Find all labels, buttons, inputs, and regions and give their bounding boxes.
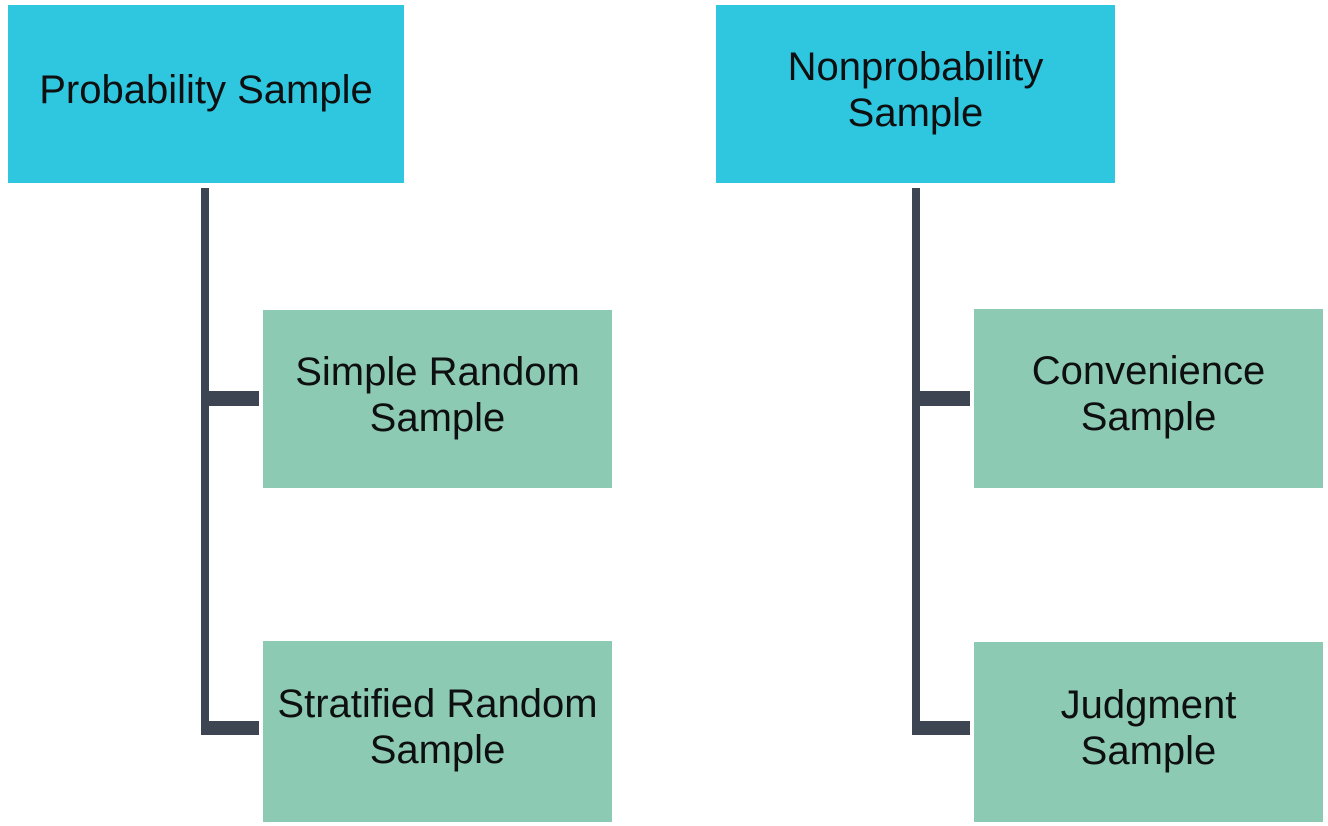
probability-connector-trunk bbox=[201, 188, 209, 735]
probability-sample-box: Probability Sample bbox=[8, 5, 404, 183]
nonprobability-connector-branch-bottom bbox=[912, 721, 970, 735]
nonprobability-sample-box: Nonprobability Sample bbox=[716, 5, 1115, 183]
probability-connector-branch-top bbox=[205, 391, 259, 406]
nonprobability-connector-branch-top bbox=[916, 391, 970, 406]
nonprobability-connector-trunk bbox=[912, 188, 920, 735]
judgment-sample-box: Judgment Sample bbox=[974, 642, 1323, 822]
probability-connector-branch-bottom bbox=[201, 721, 259, 735]
simple-random-sample-box: Simple Random Sample bbox=[263, 310, 612, 488]
convenience-sample-box: Convenience Sample bbox=[974, 309, 1323, 488]
stratified-random-sample-box: Stratified Random Sample bbox=[263, 641, 612, 822]
